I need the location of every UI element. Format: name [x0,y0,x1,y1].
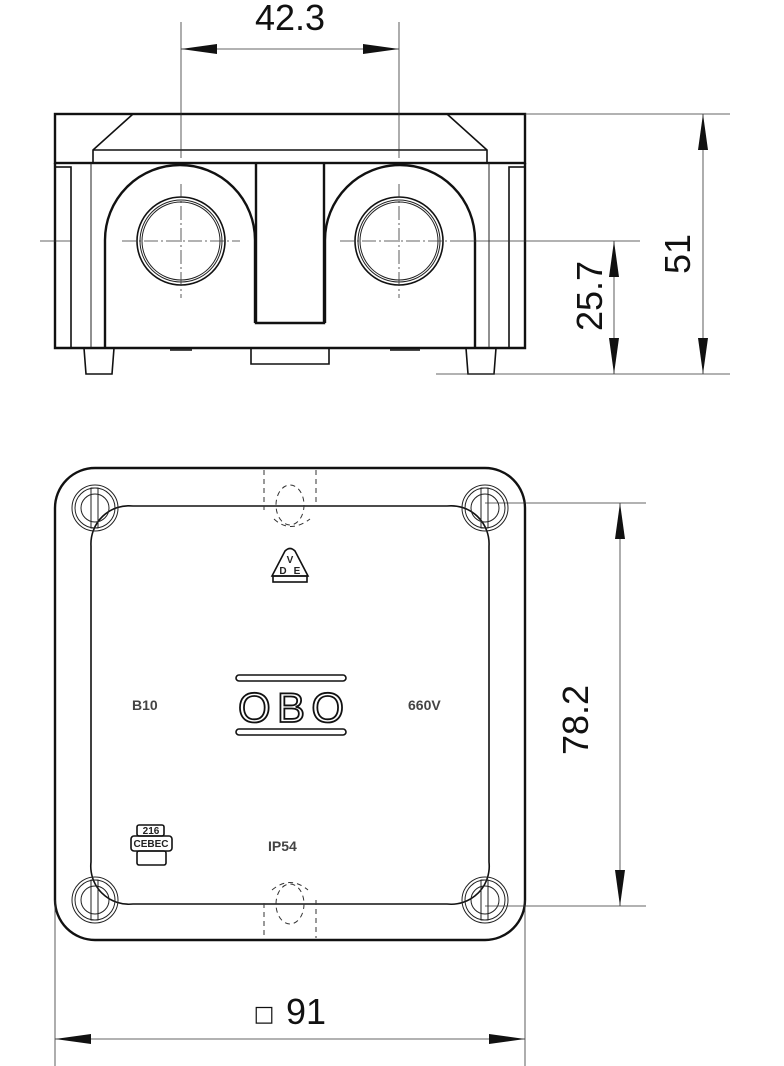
dimension-fixing-spacing: 78.2 [485,502,646,907]
class-marking: B10 [132,697,158,713]
dim-fixing-spacing-label: 78.2 [555,685,596,755]
dim-square-size-label: 91 [286,991,326,1032]
screw-bottom-left [71,876,119,924]
hidden-lug-top [263,470,317,527]
top-view: V D E OBO B10 660V IP54 216 CEBEC [53,466,527,942]
dim-overall-height-label: 51 [657,234,698,274]
svg-text:E: E [294,566,301,577]
dimension-square-size: □ 91 [54,900,526,1066]
screw-bottom-right [461,876,509,924]
dim-entry-spacing-label: 42.3 [255,0,325,38]
screw-top-left [71,484,119,532]
dimension-entry-height: 25.7 [569,241,619,374]
front-view [40,112,640,375]
dimension-entry-spacing: 42.3 [180,0,400,158]
screw-top-right [461,484,509,532]
dimension-overall-height: 51 [436,113,730,375]
svg-text:V: V [287,555,294,566]
voltage-marking: 660V [408,697,441,713]
vde-mark-icon: V D E [270,547,310,583]
dim-entry-height-label: 25.7 [569,261,610,331]
svg-text:D: D [279,566,286,577]
ip-rating-marking: IP54 [268,838,297,854]
svg-text:OBO: OBO [238,684,344,731]
hidden-lug-bottom [263,882,317,938]
svg-text:216: 216 [143,826,160,837]
svg-text:CEBEC: CEBEC [133,839,168,850]
cebec-mark-icon: 216 CEBEC [130,824,173,866]
obo-logo: OBO [235,674,347,736]
dim-square-symbol: □ [254,1002,275,1027]
